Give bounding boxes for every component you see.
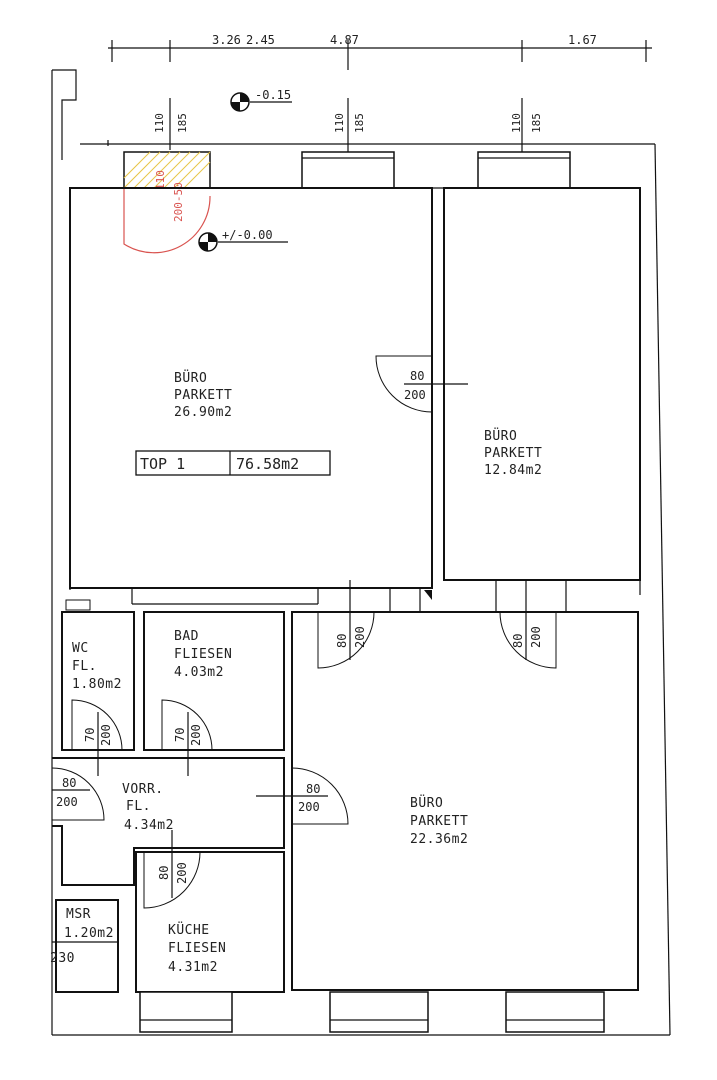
door-bad: 70 200 (161, 699, 213, 776)
room-bad-floor: FLIESEN (174, 647, 232, 662)
door-kueche: 80 200 (143, 830, 201, 909)
door-entry: 80 200 (51, 767, 105, 821)
room-buero-lower: BÜRO PARKETT 22.36m2 (410, 794, 468, 847)
window-1-height: 185 (176, 113, 189, 133)
dim-1-67: 1.67 (568, 33, 597, 47)
room-vorraum-area: 4.34m2 (124, 818, 174, 833)
dim-4-87: 4.87 (330, 33, 359, 47)
door-lower-right: 80 200 (499, 580, 557, 669)
room-vorraum: VORR. FL. 4.34m2 (122, 782, 174, 833)
window-3-height: 185 (530, 113, 543, 133)
door-bad-width: 70 (173, 728, 187, 742)
windows-bottom (139, 991, 605, 1033)
room-buero-main-name: BÜRO (174, 369, 207, 386)
window-top-2: 110 185 (301, 98, 395, 189)
door-wc-height: 200 (99, 724, 113, 746)
door-kueche-width: 80 (157, 866, 171, 880)
room-buero-right-floor: PARKETT (484, 446, 542, 461)
elevation-outside: -0.15 (230, 88, 292, 112)
door-kueche-height: 200 (175, 862, 189, 884)
room-msr-name: MSR (66, 907, 91, 922)
room-buero-right-area: 12.84m2 (484, 463, 542, 478)
room-buero-lower-floor: PARKETT (410, 814, 468, 829)
window-1-alt-height: 200-50 (172, 182, 185, 222)
window-2-height: 185 (353, 113, 366, 133)
room-vorraum-floor: FL. (126, 799, 151, 814)
window-1-alt-sill: 110 (154, 170, 167, 190)
door-entry-height: 200 (56, 795, 78, 809)
room-wc-floor: FL. (72, 659, 97, 674)
door-main-right-width: 80 (410, 369, 424, 383)
door-wc: 70 200 (71, 699, 123, 776)
summary-unit: TOP 1 (140, 455, 185, 473)
door-vorraum-width: 80 (306, 782, 320, 796)
room-kueche: KÜCHE FLIESEN 4.31m2 (168, 921, 226, 975)
elevation-inside: +/-0.00 (198, 228, 288, 252)
room-buero-right-name: BÜRO (484, 427, 517, 444)
dim-3-26: 3.26 (212, 33, 241, 47)
door-lower-right-width: 80 (511, 634, 525, 648)
interior-walls (52, 187, 641, 993)
door-lower-left: 80 200 (317, 580, 375, 669)
room-kueche-floor: FLIESEN (168, 941, 226, 956)
door-main-right: 80 200 (375, 355, 468, 413)
room-bad-area: 4.03m2 (174, 665, 224, 680)
room-buero-main-floor: PARKETT (174, 388, 232, 403)
room-buero-main-area: 26.90m2 (174, 405, 232, 420)
room-wc-area: 1.80m2 (72, 677, 122, 692)
room-buero-lower-area: 22.36m2 (410, 832, 468, 847)
room-kueche-area: 4.31m2 (168, 960, 218, 975)
door-vorraum-height: 200 (298, 800, 320, 814)
room-kueche-name: KÜCHE (168, 921, 210, 938)
room-wc-name: WC (72, 641, 89, 656)
room-buero-right: BÜRO PARKETT 12.84m2 (484, 427, 542, 478)
window-2-sill: 110 (333, 113, 346, 133)
room-msr: MSR 1.20m2 230 (50, 907, 118, 966)
window-1-sill: 110 (153, 113, 166, 133)
room-buero-lower-name: BÜRO (410, 794, 443, 811)
door-lower-left-height: 200 (353, 626, 367, 648)
room-msr-area: 1.20m2 (64, 926, 114, 941)
summary-total-area: 76.58m2 (236, 455, 299, 473)
misc-dimension-label: 230 (50, 951, 75, 966)
elevation-outside-label: -0.15 (255, 88, 291, 102)
outer-walls (51, 69, 671, 1036)
door-lower-left-width: 80 (335, 634, 349, 648)
door-wc-width: 70 (83, 728, 97, 742)
room-vorraum-name: VORR. (122, 782, 164, 797)
door-bad-height: 200 (189, 724, 203, 746)
dimension-line: 3.26 2.45 4.87 1.67 (108, 33, 652, 70)
room-buero-main: BÜRO PARKETT 26.90m2 (174, 369, 232, 420)
door-main-right-height: 200 (404, 388, 426, 402)
elevation-inside-label: +/-0.00 (222, 228, 273, 242)
room-bad: BAD FLIESEN 4.03m2 (174, 629, 232, 680)
door-lower-right-height: 200 (529, 626, 543, 648)
window-top-3: 110 185 (477, 98, 571, 189)
room-wc: WC FL. 1.80m2 (72, 641, 122, 692)
dim-2-45: 2.45 (246, 33, 275, 47)
door-entry-width: 80 (62, 776, 76, 790)
window-top-1: 110 185 110 200-50 (123, 98, 211, 254)
room-bad-name: BAD (174, 629, 199, 644)
window-3-sill: 110 (510, 113, 523, 133)
door-vorraum: 80 200 (256, 767, 349, 825)
summary-box: TOP 1 76.58m2 (135, 450, 331, 476)
